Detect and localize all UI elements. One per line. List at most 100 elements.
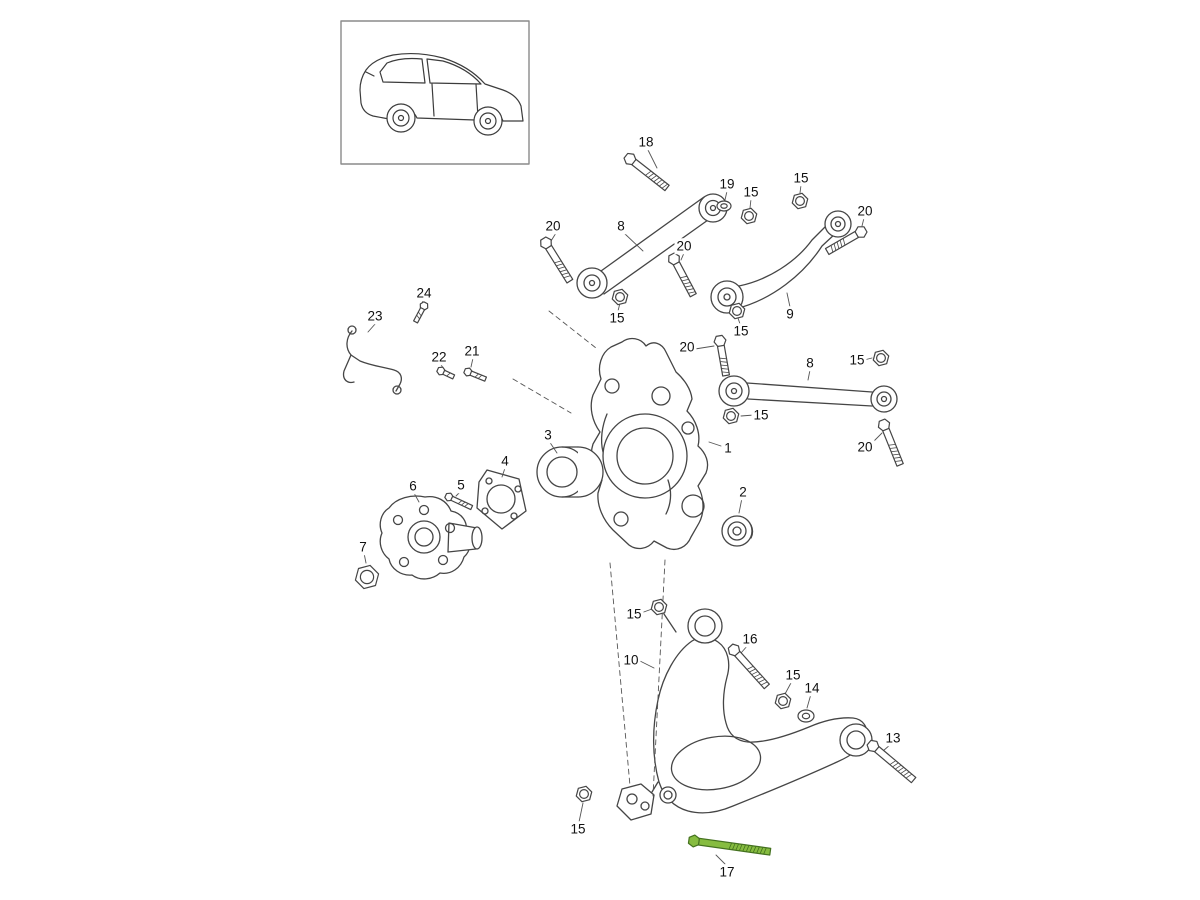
part-upper-link-8-rear bbox=[718, 375, 898, 413]
screw-21-icon bbox=[463, 367, 488, 382]
leader-line bbox=[694, 345, 715, 350]
part-bearing-3 bbox=[536, 446, 604, 498]
part-callout-3[interactable]: 3 bbox=[542, 427, 554, 443]
part-callout-7[interactable]: 7 bbox=[357, 539, 369, 555]
part-callout-20[interactable]: 20 bbox=[543, 218, 563, 234]
part-callout-23[interactable]: 23 bbox=[365, 308, 385, 324]
part-callout-6[interactable]: 6 bbox=[407, 478, 419, 494]
leader-line bbox=[623, 232, 644, 252]
nut-15-e-icon bbox=[872, 349, 890, 367]
nut-15-h-icon bbox=[774, 692, 792, 710]
car-thumbnail bbox=[340, 20, 530, 165]
bolt-20-d-icon bbox=[713, 334, 731, 377]
assembly-axis-line bbox=[609, 562, 631, 787]
assembly-axis-line bbox=[548, 310, 597, 349]
assembly-axis-line bbox=[652, 559, 666, 797]
part-callout-15[interactable]: 15 bbox=[568, 821, 588, 837]
part-upper-arm-9 bbox=[710, 210, 852, 314]
washer-14-icon bbox=[797, 709, 815, 723]
part-callout-10[interactable]: 10 bbox=[621, 652, 641, 668]
part-callout-20[interactable]: 20 bbox=[674, 238, 694, 254]
leader-line bbox=[784, 680, 793, 695]
part-callout-8[interactable]: 8 bbox=[615, 218, 627, 234]
leader-line bbox=[806, 693, 812, 709]
screw-22-icon bbox=[436, 366, 456, 380]
leader-line bbox=[501, 467, 506, 478]
part-callout-4[interactable]: 4 bbox=[499, 453, 511, 469]
assembly-axis-line bbox=[512, 378, 572, 414]
nut-15-a-icon bbox=[740, 207, 758, 225]
part-callout-20[interactable]: 20 bbox=[855, 439, 875, 455]
part-callout-1[interactable]: 1 bbox=[722, 440, 734, 456]
leader-line bbox=[738, 497, 743, 514]
nut-15-g-icon bbox=[650, 598, 668, 616]
bolt-17-highlighted-icon bbox=[687, 834, 772, 856]
nut-15-b-icon bbox=[791, 192, 809, 210]
part-bushing-2 bbox=[721, 515, 754, 547]
part-lower-control-arm-10 bbox=[616, 608, 873, 821]
part-wheel-hub-6 bbox=[379, 495, 483, 580]
leader-line bbox=[786, 292, 791, 308]
leader-line bbox=[413, 492, 420, 503]
part-callout-21[interactable]: 21 bbox=[462, 343, 482, 359]
part-upper-link-8-front bbox=[576, 193, 728, 299]
nut-15-i-icon bbox=[575, 785, 593, 803]
part-callout-8[interactable]: 8 bbox=[804, 355, 816, 371]
leader-line bbox=[367, 322, 377, 333]
part-callout-16[interactable]: 16 bbox=[740, 631, 760, 647]
leader-line bbox=[708, 441, 722, 447]
car-silhouette-icon bbox=[359, 52, 524, 136]
leader-line bbox=[737, 317, 741, 325]
leader-line bbox=[807, 369, 811, 381]
washer-19-icon bbox=[716, 200, 732, 212]
screw-24-icon bbox=[413, 301, 429, 324]
part-callout-20[interactable]: 20 bbox=[855, 203, 875, 219]
nut-15-c-icon bbox=[611, 288, 629, 306]
part-callout-17-highlighted[interactable]: 17 bbox=[717, 864, 737, 880]
part-callout-20[interactable]: 20 bbox=[677, 339, 697, 355]
part-callout-15[interactable]: 15 bbox=[607, 310, 627, 326]
bolt-20-c-icon bbox=[824, 226, 868, 256]
leader-line bbox=[548, 440, 558, 454]
part-callout-19[interactable]: 19 bbox=[717, 176, 737, 192]
part-callout-15[interactable]: 15 bbox=[783, 667, 803, 683]
leader-line bbox=[724, 190, 728, 201]
nut-7-icon bbox=[354, 564, 380, 590]
leader-line bbox=[647, 149, 658, 169]
part-callout-2[interactable]: 2 bbox=[737, 484, 749, 500]
part-callout-14[interactable]: 14 bbox=[802, 680, 822, 696]
bolt-20-e-icon bbox=[877, 418, 904, 467]
bolt-20-a-icon bbox=[540, 236, 574, 284]
leader-line bbox=[578, 802, 584, 823]
leader-line bbox=[715, 854, 726, 865]
part-callout-9[interactable]: 9 bbox=[784, 306, 796, 322]
leader-line bbox=[550, 232, 557, 242]
part-callout-15[interactable]: 15 bbox=[731, 323, 751, 339]
leader-line bbox=[470, 357, 474, 368]
part-callout-15[interactable]: 15 bbox=[741, 184, 761, 200]
nut-15-f-icon bbox=[722, 407, 740, 425]
bolt-5-icon bbox=[444, 492, 474, 511]
leader-line bbox=[680, 252, 685, 261]
leader-line bbox=[861, 217, 865, 227]
bolt-16-icon bbox=[727, 643, 770, 690]
nut-15-d-icon bbox=[728, 302, 746, 320]
part-callout-15[interactable]: 15 bbox=[751, 407, 771, 423]
leader-line bbox=[799, 184, 802, 194]
part-bracket-23 bbox=[342, 325, 402, 395]
part-callout-18[interactable]: 18 bbox=[636, 134, 656, 150]
part-callout-13[interactable]: 13 bbox=[883, 730, 903, 746]
part-callout-15[interactable]: 15 bbox=[624, 606, 644, 622]
part-callout-15[interactable]: 15 bbox=[791, 170, 811, 186]
part-callout-24[interactable]: 24 bbox=[414, 285, 434, 301]
leader-line bbox=[637, 659, 655, 669]
bolt-20-b-icon bbox=[668, 252, 697, 298]
part-callout-15[interactable]: 15 bbox=[847, 352, 867, 368]
bolt-18-icon bbox=[623, 152, 670, 192]
part-callout-22[interactable]: 22 bbox=[429, 349, 449, 365]
bolt-13-icon bbox=[866, 739, 917, 784]
leader-line bbox=[749, 198, 752, 209]
part-callout-5[interactable]: 5 bbox=[455, 477, 467, 493]
part-shim-plate-4 bbox=[476, 469, 527, 530]
